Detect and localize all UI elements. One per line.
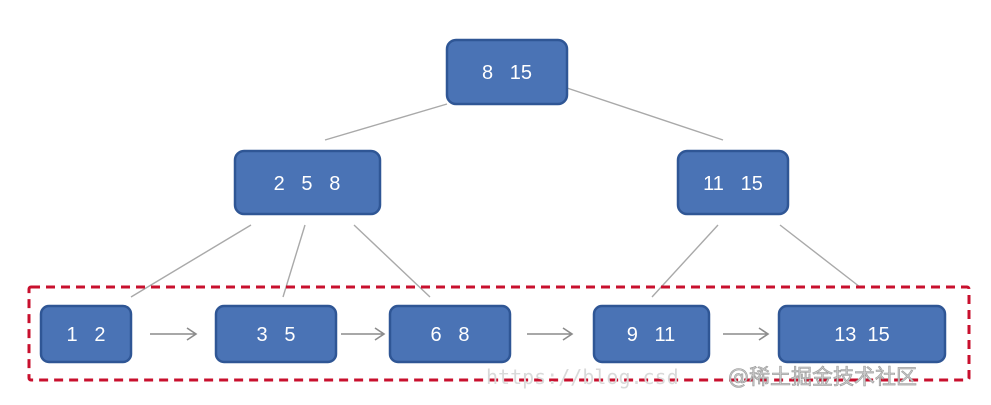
tree-edges (130, 87, 861, 298)
leaf-node-1: 1 2 (39, 304, 133, 364)
root-node: 8 15 (445, 38, 569, 106)
watermark-url: https://blog.csd (486, 365, 679, 389)
edge-root-to-left (324, 103, 448, 141)
edge-left-to-leaf1 (130, 224, 252, 298)
arrow-icon (527, 327, 574, 341)
leaf-node-2: 3 5 (214, 304, 338, 364)
leaf-node-2-keys: 3 5 (257, 324, 296, 346)
leaf-node-3-keys: 6 8 (431, 324, 470, 346)
internal-node-right: 11 15 (676, 149, 790, 216)
watermark: https://blog.csd @稀土掘金技术社区 (486, 365, 917, 390)
arrow-icon (150, 327, 198, 341)
internal-node-left-keys: 2 5 8 (274, 173, 341, 195)
leaf-node-1-keys: 1 2 (67, 324, 106, 346)
leaf-node-5-keys: 13 15 (834, 324, 890, 346)
internal-node-left: 2 5 8 (233, 149, 382, 216)
leaf-node-4-keys: 9 11 (627, 324, 676, 346)
arrow-icon (723, 327, 770, 341)
root-node-keys: 8 15 (482, 62, 532, 84)
internal-node-right-keys: 11 15 (703, 173, 763, 195)
leaf-node-5: 13 15 (777, 304, 947, 364)
leaf-node-3: 6 8 (388, 304, 512, 364)
leaf-node-4: 9 11 (592, 304, 711, 364)
edge-left-to-leaf2 (282, 224, 306, 298)
watermark-site: @稀土掘金技术社区 (728, 365, 917, 389)
leaf-link-arrows (150, 327, 770, 341)
edge-right-to-leaf5 (779, 224, 861, 288)
edge-right-to-leaf4 (651, 224, 719, 298)
leaf-level-frame (27, 285, 971, 382)
arrow-icon (341, 327, 386, 341)
edge-root-to-right (566, 87, 724, 141)
edge-left-to-leaf3 (353, 224, 431, 298)
